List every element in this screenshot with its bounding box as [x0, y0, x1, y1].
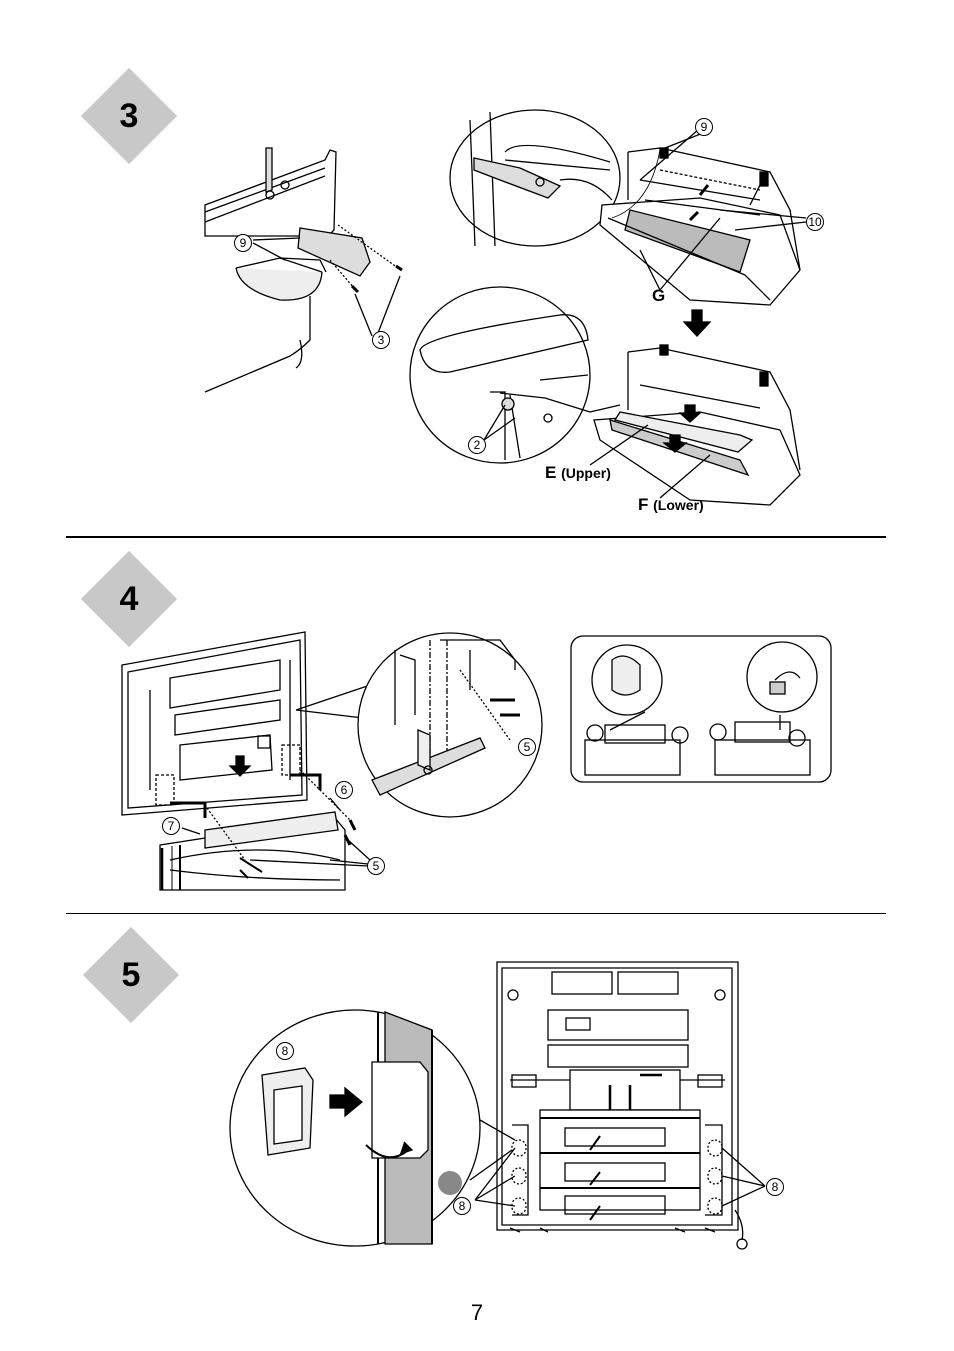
step4-zoom-circle: [296, 633, 542, 817]
step3-zoom-circle-bottom: [410, 287, 620, 463]
step3-down-arrow: [684, 310, 710, 336]
part-5-lower-label: 5: [367, 857, 385, 875]
part-8-right-label: 8: [766, 1178, 784, 1196]
part-9-label-left: 9: [234, 234, 252, 252]
part-f-label: F (Lower): [638, 495, 704, 515]
part-8-left-label: 8: [453, 1197, 471, 1215]
part-9-label-right: 9: [695, 118, 713, 136]
part-6-label: 6: [335, 781, 353, 799]
step3-bracket-illustration: [205, 148, 402, 392]
part-e-note: (Upper): [561, 465, 611, 481]
part-e-label: E (Upper): [545, 463, 611, 483]
part-f-note: (Lower): [653, 497, 704, 513]
step5-zoom-circle: [230, 1010, 515, 1246]
step3-stand-bottom: [590, 345, 800, 505]
page-number: 7: [0, 1300, 954, 1326]
step3-zoom-circle-top: [450, 110, 620, 246]
part-7-label: 7: [162, 817, 180, 835]
part-g-label: G: [652, 286, 665, 306]
step4-tv-assembly: [122, 632, 370, 890]
part-2-label: 2: [468, 436, 486, 454]
part-8-zoom-label: 8: [276, 1042, 294, 1060]
part-3-label: 3: [372, 331, 390, 349]
part-e-letter: E: [545, 463, 556, 482]
step5-tv-back: [475, 962, 765, 1249]
part-10-label: 10: [806, 213, 824, 231]
step3-stand-top: [600, 130, 806, 305]
part-f-letter: F: [638, 495, 648, 514]
part-5-zoom-label: 5: [518, 738, 536, 756]
step4-caution-panel: [571, 636, 831, 782]
